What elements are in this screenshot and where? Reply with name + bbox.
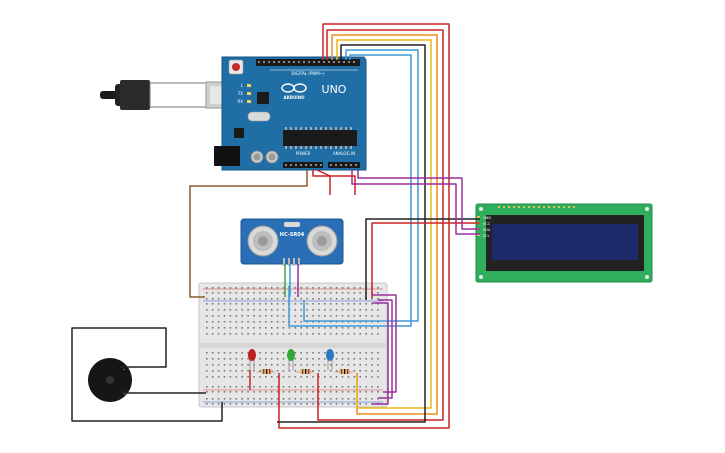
usb-chip: [257, 92, 269, 104]
lcd-pin-labels: GND VCC SDA SCL: [483, 216, 491, 238]
wire-yellow: [336, 39, 432, 409]
wire-purple: [351, 170, 480, 235]
svg-text:VCC: VCC: [483, 222, 491, 226]
atmega-chip: [283, 130, 357, 146]
arduino-logo-icon: ARDUINO: [281, 83, 307, 100]
svg-text:GND: GND: [483, 216, 491, 220]
wire-black: [365, 218, 480, 300]
piezo-buzzer[interactable]: - +: [88, 358, 132, 402]
wire-red: [312, 170, 356, 195]
resistor[interactable]: [335, 369, 353, 374]
wire-red: [371, 222, 480, 298]
svg-text:L: L: [241, 83, 244, 88]
onboard-leds: L TX RX: [237, 83, 251, 104]
wire-purple: [372, 302, 389, 405]
breadboard-holes: [206, 287, 379, 405]
usb-cable-icon: [100, 80, 243, 110]
wire-purple: [372, 294, 397, 393]
buzzer-minus-label: -: [123, 367, 125, 373]
analog-header-label: ANALOG IN: [333, 151, 355, 156]
wire-blue: [303, 49, 419, 322]
arduino-uno-board[interactable]: DIGITAL (PWM~) ARDUINO UNO L TX RX: [100, 56, 367, 171]
svg-text:RX: RX: [237, 99, 243, 104]
breadboard[interactable]: [198, 282, 388, 408]
wire-blue: [288, 54, 412, 327]
svg-text:TX: TX: [237, 91, 243, 96]
wire-brown: [189, 170, 308, 298]
wire-red: [278, 23, 450, 429]
reset-button-cap-icon: [232, 63, 240, 71]
wires: [71, 23, 480, 429]
lcd-16x2-i2c[interactable]: [475, 203, 653, 283]
wire-black: [277, 44, 426, 423]
wire-purple: [357, 170, 480, 230]
model-label: UNO: [322, 83, 347, 96]
sensor-model-label: HC-SR04: [280, 232, 305, 238]
power-jack[interactable]: [214, 146, 240, 166]
analog-header[interactable]: [328, 162, 360, 168]
svg-text:SDA: SDA: [483, 228, 491, 232]
wire-purple: [378, 299, 393, 399]
led-blue[interactable]: [326, 349, 334, 370]
digital-pins: [258, 61, 355, 63]
resistor[interactable]: [296, 369, 314, 374]
lcd-screen: [492, 224, 638, 260]
crystal-oscillator: [247, 111, 271, 122]
wire-red: [317, 29, 444, 421]
svg-text:SCL: SCL: [483, 234, 490, 238]
wire-red: [316, 169, 331, 195]
power-header[interactable]: [283, 162, 323, 168]
digital-header-label: DIGITAL (PWM~): [291, 71, 325, 76]
wire-black: [71, 327, 223, 422]
led-green[interactable]: [287, 349, 295, 370]
power-header-label: POWER: [296, 151, 311, 156]
resistor[interactable]: [257, 369, 275, 374]
brand-label: ARDUINO: [284, 95, 306, 100]
ultrasonic-sensor-hc-sr04[interactable]: HC-SR04: [240, 218, 344, 266]
led-red[interactable]: [248, 349, 256, 370]
buzzer-plus-label: +: [123, 391, 127, 397]
